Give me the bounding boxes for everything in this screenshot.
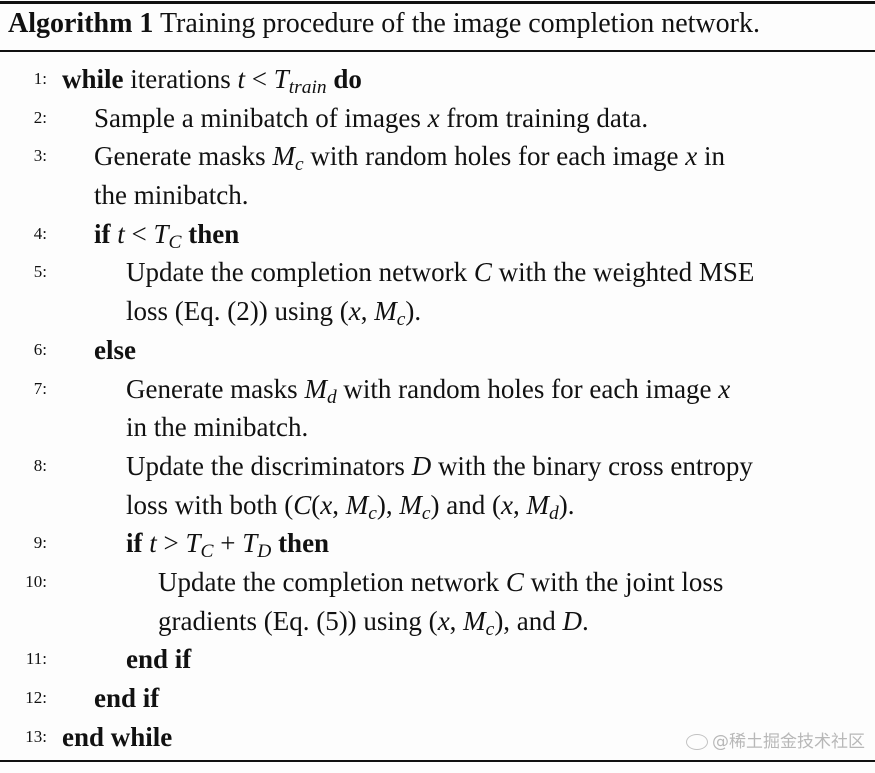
algorithm-line-continuation: in the minibatch. (0, 408, 875, 447)
line-number: 1: (33, 69, 47, 88)
algorithm-line-continuation: loss (Eq. (2)) using (x, Mc). (0, 292, 875, 331)
algorithm-line: 6: else (0, 331, 875, 370)
algorithm-label: Algorithm 1 (8, 8, 154, 39)
algorithm-line: 10: Update the completion network C with… (0, 563, 875, 602)
line-text: Update the discriminators D with the bin… (126, 450, 753, 481)
line-number: 12: (25, 688, 47, 707)
algorithm-line: 11: end if (0, 640, 875, 679)
line-text: while iterations t < Ttrain do (62, 64, 362, 98)
algorithm-line: 12: end if (0, 679, 875, 718)
algorithm-line-continuation: loss with both (C(x, Mc), Mc) and (x, Md… (0, 486, 875, 525)
line-number: 8: (33, 455, 47, 475)
line-number: 3: (33, 146, 47, 166)
line-number: 4: (33, 223, 47, 243)
caption-rule (0, 50, 875, 52)
line-text: Generate masks Md with random holes for … (126, 373, 731, 408)
algorithm-line: 5: Update the completion network C with … (0, 253, 875, 292)
line-number: 9: (33, 533, 47, 553)
line-text: if t < TC then (94, 218, 240, 253)
line-number: 11: (25, 649, 47, 669)
line-text: Sample a minibatch of images x from trai… (94, 102, 649, 133)
watermark: @稀土掘金技术社区 (686, 727, 865, 752)
line-text: if t > TC + TD then (126, 528, 330, 563)
line-number: 5: (33, 262, 47, 282)
line-number: 13: (25, 726, 47, 746)
algorithm-caption: Algorithm 1 Training procedure of the im… (8, 8, 760, 40)
line-text: loss with both (C(x, Mc), Mc) and (x, Md… (126, 489, 575, 524)
wechat-icon (686, 734, 708, 750)
line-text: gradients (Eq. (5)) using (x, Mc), and D… (158, 605, 589, 640)
algorithm-body: 1: while iterations t < Ttrain do 2: Sam… (0, 60, 875, 756)
algorithm-line: 8: Update the discriminators D with the … (0, 447, 875, 486)
line-number: 6: (33, 339, 47, 359)
algorithm-line: 9: if t > TC + TD then (0, 524, 875, 563)
algorithm-line: 13: end while (0, 718, 875, 757)
line-text: Update the completion network C with the… (126, 257, 755, 288)
line-text: Update the completion network C with the… (158, 566, 724, 597)
line-text: end if (94, 683, 160, 713)
line-number: 10: (25, 571, 47, 591)
line-text: loss (Eq. (2)) using (x, Mc). (126, 296, 422, 330)
algorithm-title: Training procedure of the image completi… (159, 8, 760, 39)
algorithm-line-continuation: the minibatch. (0, 176, 875, 215)
line-text: in the minibatch. (126, 412, 309, 443)
algorithm-line: 7: Generate masks Md with random holes f… (0, 370, 875, 409)
line-text: end while (62, 721, 173, 752)
algorithm-line: 3: Generate masks Mc with random holes f… (0, 137, 875, 176)
algorithm-line: 2: Sample a minibatch of images x from t… (0, 99, 875, 138)
line-number: 7: (33, 378, 47, 398)
line-text: the minibatch. (94, 180, 249, 211)
algorithm-line: 1: while iterations t < Ttrain do (0, 60, 875, 99)
algorithm-line: 4: if t < TC then (0, 215, 875, 254)
top-rule (0, 1, 875, 4)
line-number: 2: (33, 107, 47, 127)
watermark-text: @稀土掘金技术社区 (712, 732, 865, 752)
algorithm-line-continuation: gradients (Eq. (5)) using (x, Mc), and D… (0, 602, 875, 641)
line-text: Generate masks Mc with random holes for … (94, 141, 725, 176)
bottom-rule (0, 760, 875, 762)
line-text: else (94, 334, 136, 365)
line-text: end if (126, 644, 192, 675)
